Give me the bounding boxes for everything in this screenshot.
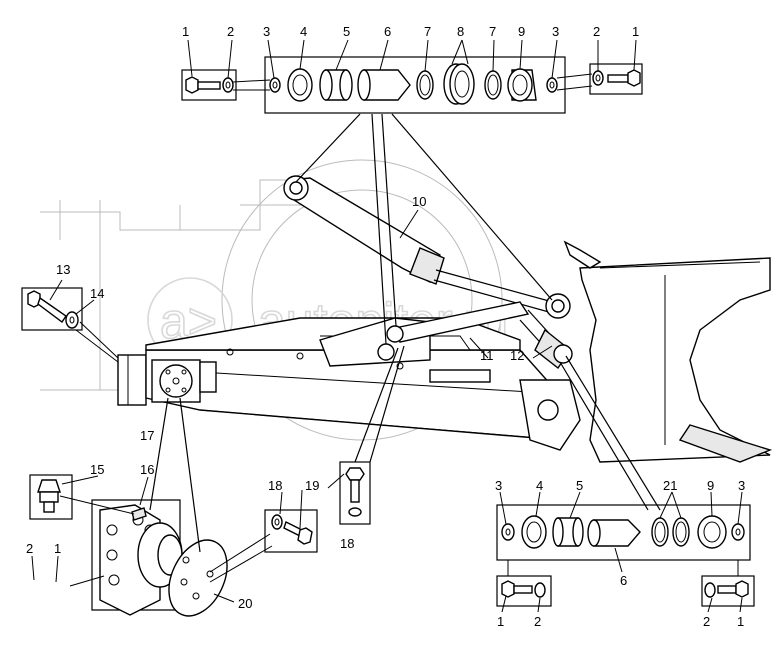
leader-17-16: [149, 397, 169, 511]
callout-2: 2: [703, 614, 710, 629]
top-parts-group: [181, 56, 643, 345]
callout-3: 3: [495, 478, 502, 493]
callout-19: 19: [305, 478, 319, 493]
callout-7: 7: [489, 24, 496, 39]
callout-4: 4: [300, 24, 307, 39]
callout-1: 1: [182, 24, 189, 39]
callout-4: 4: [536, 478, 543, 493]
callout-11: 11: [480, 348, 494, 363]
callout-7: 7: [424, 24, 431, 39]
bolt-19: [339, 345, 405, 525]
callout-9: 9: [707, 478, 714, 493]
top-parts-box: [264, 56, 566, 114]
callout-3: 3: [552, 24, 559, 39]
chassis-outline: [40, 179, 340, 391]
bolt-18: [264, 509, 318, 553]
callout-14: 14: [90, 286, 104, 301]
callout-21: 21: [663, 478, 677, 493]
leader-17-20: [179, 397, 201, 553]
callout-17: 17: [140, 428, 154, 443]
hub-flange-16: [59, 495, 183, 616]
callout-2: 2: [534, 614, 541, 629]
callout-18: 18: [340, 536, 354, 551]
callout-20: 20: [238, 596, 252, 611]
callout-leaders: [31, 39, 743, 613]
callout-1: 1: [737, 614, 744, 629]
callout-2: 2: [26, 541, 33, 556]
callout-9: 9: [518, 24, 525, 39]
top-right-bolt-box: [589, 63, 643, 95]
callout-3: 3: [263, 24, 270, 39]
callout-6: 6: [384, 24, 391, 39]
callout-5: 5: [576, 478, 583, 493]
callout-5: 5: [343, 24, 350, 39]
callout-12: 12: [510, 348, 524, 363]
callout-1: 1: [54, 541, 61, 556]
bottom-right-parts-group: [496, 355, 755, 607]
callout-8: 8: [457, 24, 464, 39]
cylinder-12: [534, 328, 573, 370]
callout-2: 2: [593, 24, 600, 39]
callout-15: 15: [90, 462, 104, 477]
bolt-group-13-14: [21, 287, 119, 363]
pivot-housing: [151, 359, 217, 403]
callout-3: 3: [738, 478, 745, 493]
callout-2: 2: [227, 24, 234, 39]
dozer-blade: [563, 240, 773, 463]
hydraulic-cylinder-10: [283, 175, 571, 319]
callout-1: 1: [497, 614, 504, 629]
push-rod-11: [377, 301, 567, 361]
callout-13: 13: [56, 262, 70, 277]
callout-1: 1: [632, 24, 639, 39]
top-left-bolt-box: [181, 69, 237, 101]
grease-fitting-15: [29, 474, 73, 520]
callout-18: 18: [268, 478, 282, 493]
callout-16: 16: [140, 462, 154, 477]
callout-labels: 1 2 3 4 5 6 7 8 7 9 3 2 1 10 11 12 13 14…: [26, 24, 745, 629]
callout-10: 10: [412, 194, 426, 209]
disc-20: [168, 533, 273, 617]
callout-6: 6: [620, 573, 627, 588]
